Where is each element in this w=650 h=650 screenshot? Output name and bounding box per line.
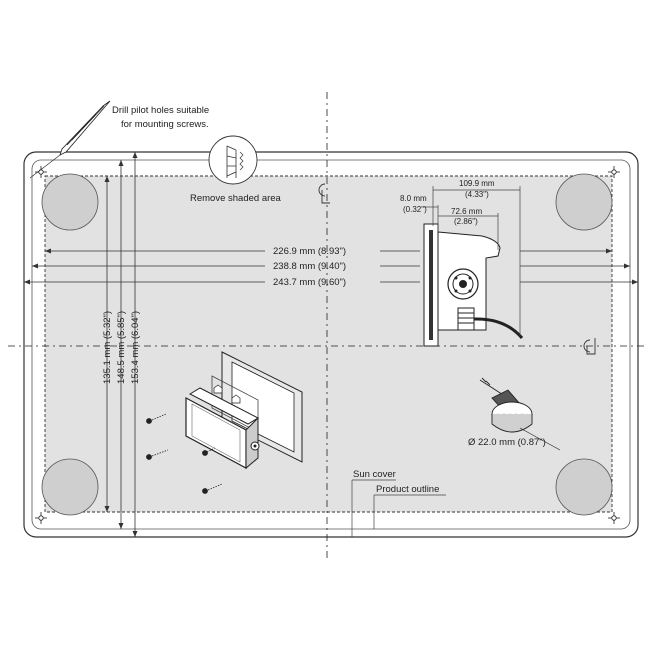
screw-2 [146,449,169,460]
dim-label-8-mm: 8.0 mm [400,194,427,203]
screw-1 [146,413,167,424]
corner-circle-br [555,458,613,516]
corner-circle-tr [555,173,613,231]
remove-shaded-label: Remove shaded area [190,193,282,204]
crosshair-br [608,512,620,524]
product-outline-rect [23,151,639,538]
hole-saw-label: Ø 22.0 mm (0.87") [468,437,546,448]
centerline-symbol-top [318,183,330,204]
product-outline-leader [373,494,446,529]
corner-circles [41,173,613,516]
crosshair-bl [35,512,47,524]
drill-note-line1: Drill pilot holes suitable [112,105,209,116]
saw-blade-callout [208,135,258,185]
display-unit-icon [185,384,260,470]
drill-note-line2: for mounting screws. [121,119,209,130]
screw-4 [202,483,223,494]
dim-label-72-in: (2.86") [454,217,478,226]
sun-cover-label: Sun cover [353,469,396,480]
dim-line-148 [118,160,124,529]
product-outline-label: Product outline [376,484,439,495]
shaded-cutout-area [44,175,613,513]
dim-72 [438,213,499,250]
dim-label-226: 226.9 mm (8.93") [273,246,346,257]
dim-line-135 [104,176,110,512]
dim-label-238: 238.8 mm (9.40") [273,261,346,272]
dim-109 [432,186,521,336]
dim-line-153 [132,152,138,537]
drill-bit-icon [29,100,111,179]
hole-saw-icon [479,377,561,451]
dim-label-243: 243.7 mm (9.60") [273,277,346,288]
centerline-symbol-right [583,338,596,355]
screw-icon [146,413,223,494]
sun-cover-leader [351,479,396,537]
corner-circle-tl [41,173,99,231]
dim-label-72-mm: 72.6 mm [451,207,482,216]
dim-line-226 [45,248,612,254]
dim-line-243 [24,279,638,285]
screw-3 [202,447,216,456]
dim-label-153: 153.4 mm (6.04") [130,311,141,384]
crosshair-markers [35,166,620,524]
dim-8 [424,205,439,232]
dim-label-148: 148.5 mm (5.85") [116,311,127,384]
corner-circle-bl [41,458,99,516]
crosshair-tr [608,166,620,178]
dim-label-109-mm: 109.9 mm [459,179,495,188]
side-profile-unit [423,223,524,347]
dim-line-238 [32,263,630,269]
dim-label-109-in: (4.33") [465,190,489,199]
sun-cover-rect [31,159,631,530]
dim-label-135: 135.1 mm (5.32") [102,311,113,384]
dim-label-8-in: (0.32") [403,205,427,214]
